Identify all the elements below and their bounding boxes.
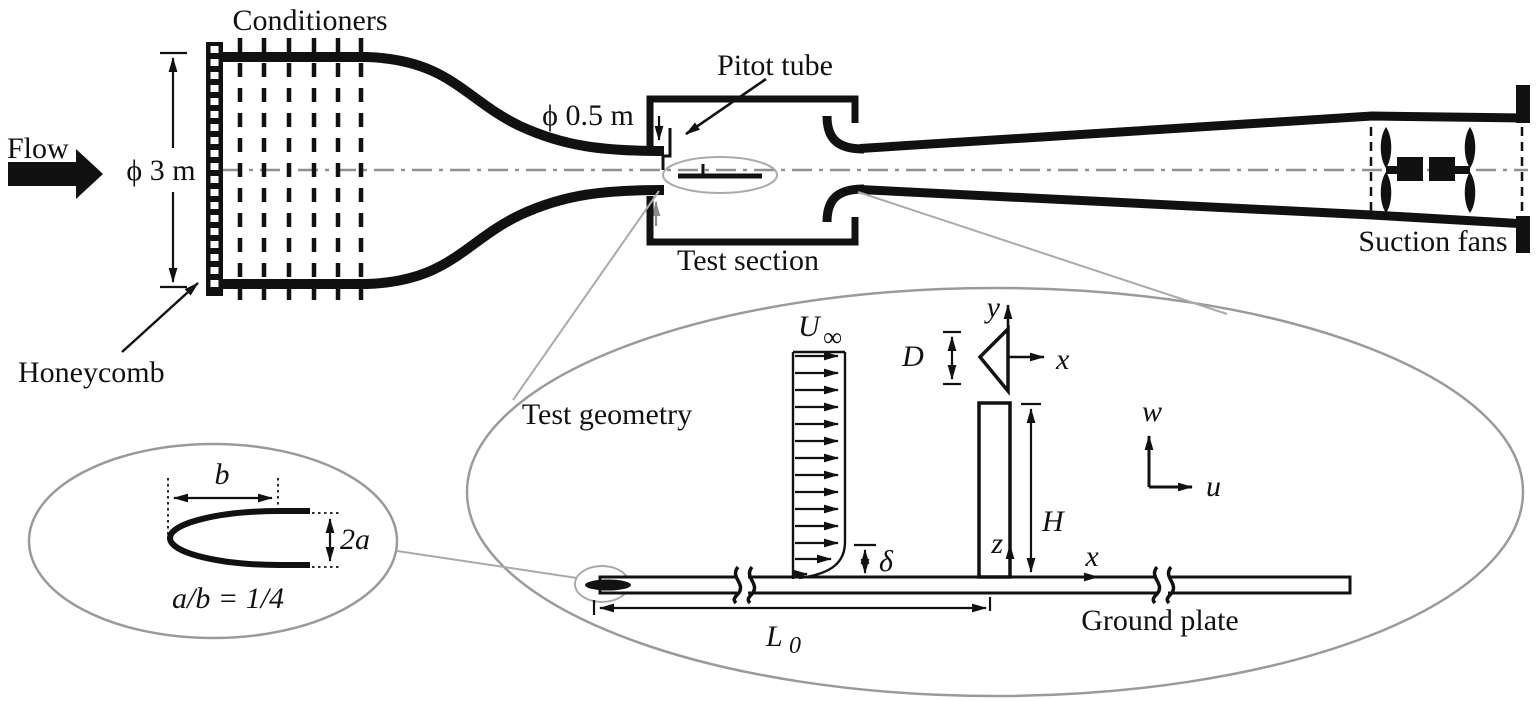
honeycomb-strip — [206, 42, 223, 296]
inlet-diameter-label: ϕ 3 m — [126, 154, 195, 187]
velocity-profile-arrows — [793, 351, 839, 579]
test-geometry-title: Test geometry — [522, 398, 692, 431]
flow-label: Flow — [7, 132, 69, 165]
two-a-dimension-label: 2a — [340, 523, 370, 556]
contraction-nozzle — [366, 52, 665, 289]
leading-edge-profile — [167, 508, 310, 568]
plate-break-1 — [732, 565, 757, 605]
magnifier-cone-right — [857, 191, 1228, 315]
plate-break-2 — [1151, 565, 1176, 605]
magnifier-ellipse-main — [465, 286, 1525, 698]
z-axis-label: z — [990, 527, 1003, 560]
u-axis-label: u — [1206, 470, 1221, 503]
ground-plate — [598, 575, 1352, 595]
b-dimension-label: b — [215, 458, 230, 491]
inlet-diameter-dimension — [160, 51, 187, 289]
conditioners-label: Conditioners — [233, 4, 388, 37]
fan-shaft-right — [1455, 166, 1470, 174]
fan-shaft-left — [1386, 166, 1397, 174]
pitot-callout-arrow — [685, 77, 767, 136]
obstacle-cross-section — [977, 324, 1010, 396]
aspect-ratio-label: a/b = 1/4 — [172, 582, 284, 615]
plate-leading-edge-tip — [585, 579, 631, 591]
leading-edge-detail — [167, 478, 340, 568]
l0-label: L — [765, 620, 783, 653]
outlet-flange — [1516, 85, 1530, 253]
fan2-lower-blade — [1464, 172, 1476, 213]
magnifier-ellipse-leading-edge — [27, 442, 399, 640]
suction-fans-label: Suction fans — [1358, 225, 1507, 258]
suction-fans — [1380, 127, 1476, 213]
depth-label: D — [901, 340, 924, 373]
y-axis-label: y — [984, 291, 1001, 324]
freestream-label: U — [798, 310, 822, 343]
pitot-tube — [661, 128, 672, 170]
nozzle-diameter-label: ϕ 0.5 m — [542, 99, 634, 132]
delta-dimension — [854, 543, 876, 574]
height-dimension — [1021, 402, 1041, 573]
delta-label: δ — [879, 545, 894, 578]
fan-motor-left — [1397, 157, 1423, 181]
diffuser-walls — [859, 111, 1529, 229]
leading-edge-connector — [396, 550, 578, 579]
height-label: H — [1041, 505, 1066, 538]
diffuser-bellmouth — [822, 115, 865, 223]
flow-arrow — [8, 149, 103, 199]
fan1-lower-blade — [1380, 172, 1392, 213]
honeycomb-callout — [121, 282, 199, 353]
honeycomb-label: Honeycomb — [18, 356, 165, 389]
x-axis-plate-label: x — [1084, 540, 1099, 573]
ground-plate-label: Ground plate — [1081, 604, 1238, 637]
freestream-sub: ∞ — [823, 322, 842, 352]
obstacle-side-view — [977, 401, 1012, 579]
fan2-upper-blade — [1464, 127, 1476, 168]
l0-dimension — [592, 597, 992, 615]
x-axis-section-label: x — [1055, 343, 1070, 376]
model-zoom-bubble — [662, 156, 778, 194]
fan1-upper-blade — [1380, 127, 1392, 168]
depth-dimension — [943, 330, 961, 386]
l0-sub: 0 — [789, 633, 801, 659]
magnifier-cone-left — [512, 190, 660, 401]
conditioner-screens — [237, 38, 364, 300]
fan-motor-right — [1429, 157, 1455, 181]
velocity-profile — [791, 350, 847, 580]
test-section-box — [646, 95, 859, 246]
settling-chamber-walls — [219, 52, 368, 289]
pitot-label: Pitot tube — [717, 49, 833, 82]
wu-axes — [1144, 435, 1193, 492]
w-axis-label: w — [1142, 395, 1162, 428]
test-section-label: Test section — [677, 244, 819, 277]
